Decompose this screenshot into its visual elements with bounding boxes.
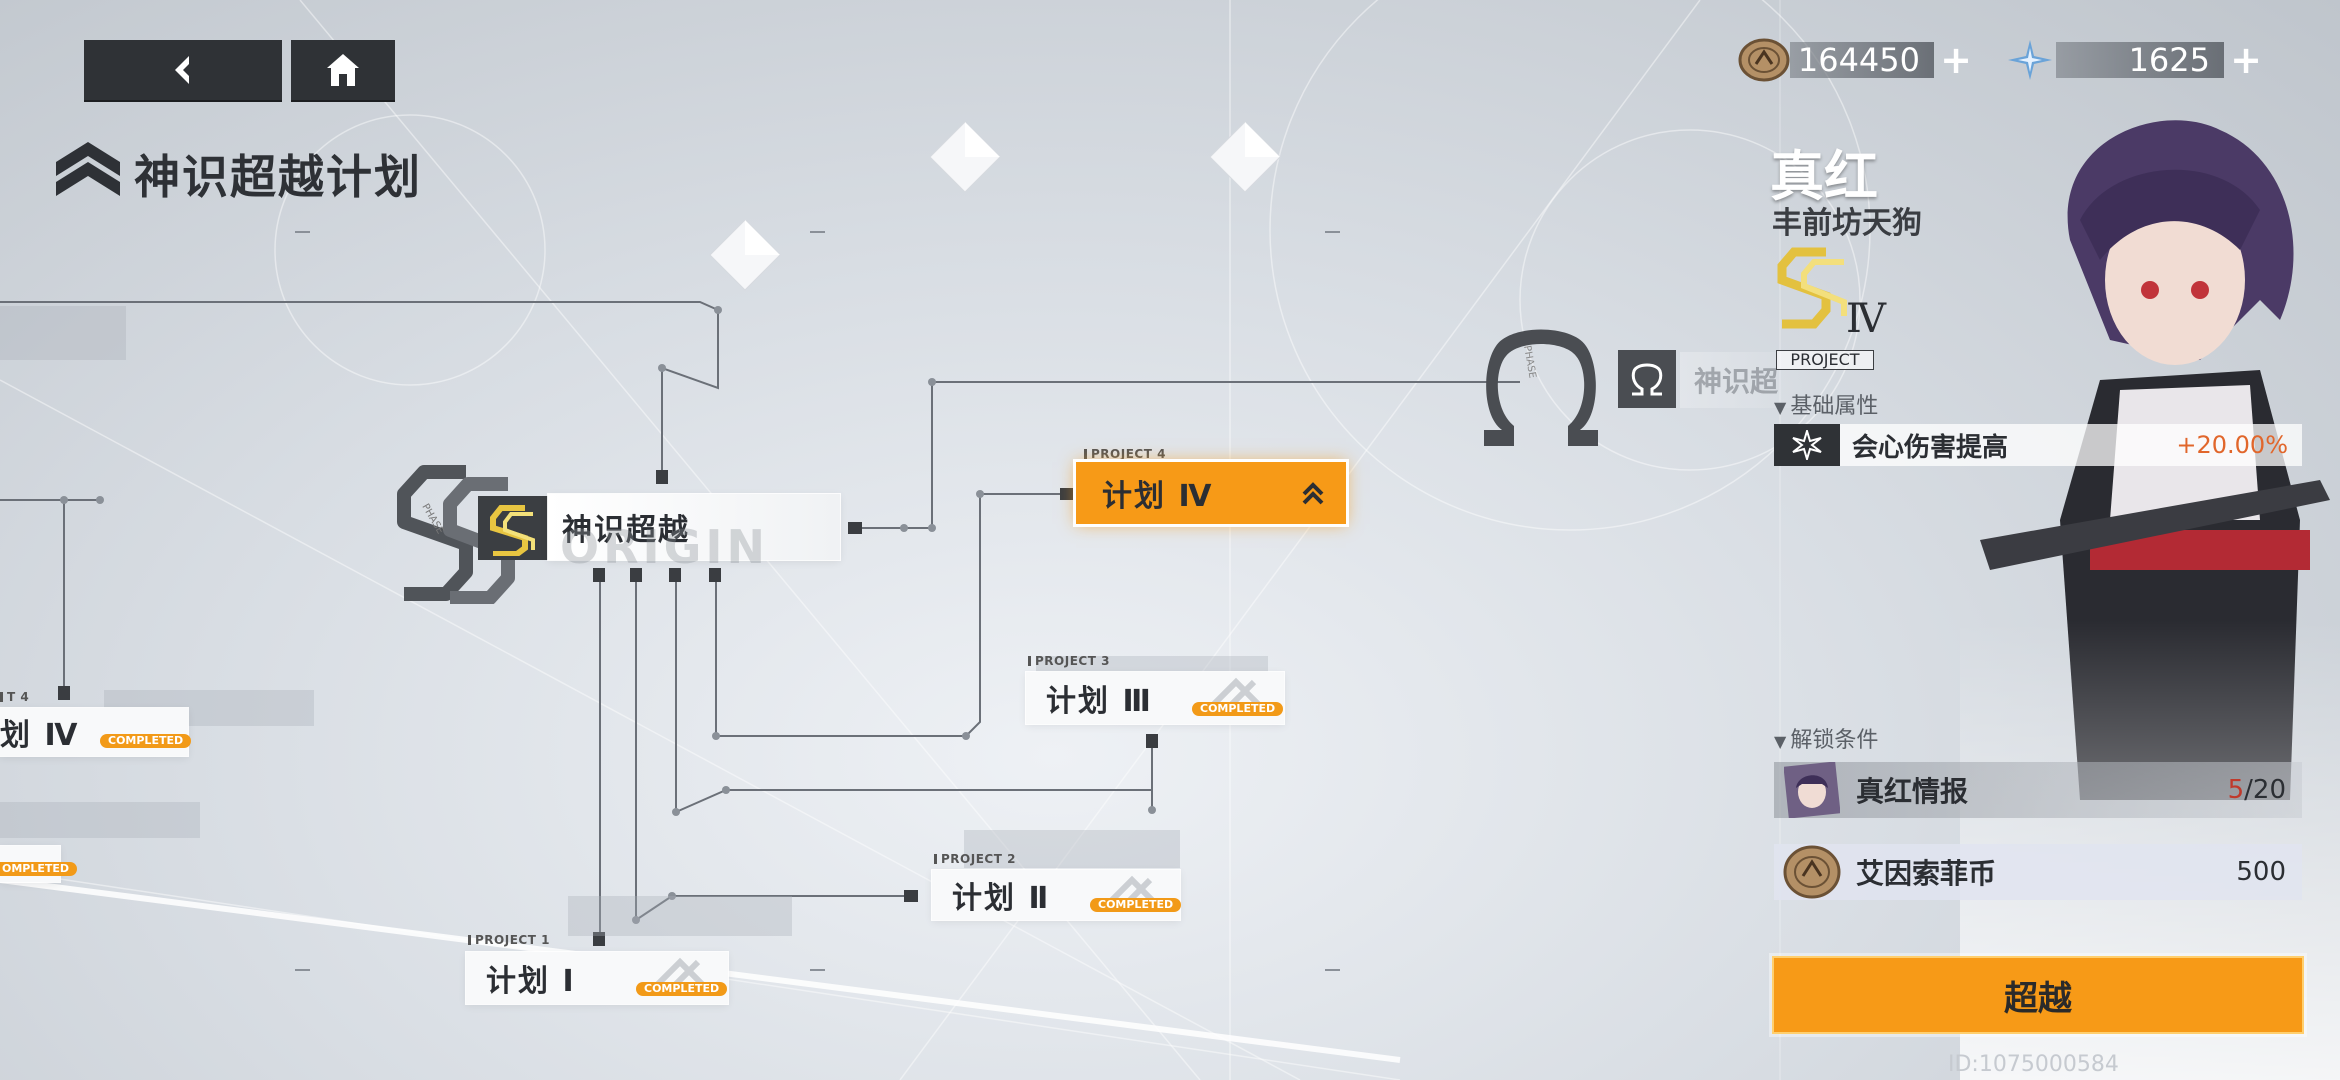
origin-badge <box>478 496 548 560</box>
coin-icon <box>1738 38 1790 82</box>
requirement-intel-row[interactable]: 真红情报 5 /20 <box>1774 762 2302 818</box>
partial-project-status: COMPLETED <box>100 734 192 748</box>
requirement-intel-need: /20 <box>2244 775 2286 805</box>
project-3-label: 计划 Ⅲ <box>1046 684 1153 719</box>
partial-project-tag: T 4 <box>0 690 29 704</box>
chevron-up-double-icon <box>1302 482 1324 505</box>
attr-value: +20.00% <box>2176 431 2288 459</box>
omega-node-label: 神识超 <box>1694 365 1779 398</box>
diamond-decorations <box>709 121 1281 291</box>
project-1-status: COMPLETED <box>636 982 728 996</box>
ascend-button[interactable]: 超越 <box>1772 956 2304 1034</box>
character-name: 真红 <box>1770 145 1878 208</box>
ghost-bar <box>0 306 126 360</box>
currency-crystal: 1625 + <box>2004 38 2264 82</box>
project-3-tag: PROJECT 3 <box>1028 654 1110 668</box>
back-button[interactable] <box>84 40 282 100</box>
ascension-logo-icon <box>56 142 120 196</box>
omega-badge <box>1618 350 1676 408</box>
crystal-icon <box>2008 40 2052 80</box>
character-title: 丰前坊天狗 <box>1772 206 1922 241</box>
character-portrait-icon <box>1784 762 1840 818</box>
project-badge-label: PROJECT <box>1776 350 1874 370</box>
origin-watermark: ORIGIN <box>560 520 770 574</box>
project-1-label: 计划 Ⅰ <box>486 964 576 999</box>
project-emblem-icon <box>490 505 535 556</box>
omega-phase-label: PHASE <box>1521 345 1538 379</box>
coin-icon <box>1783 845 1841 899</box>
home-icon <box>327 54 359 86</box>
requirement-intel-have: 5 <box>2227 775 2245 805</box>
page-title-group: 神识超越计划 <box>52 138 422 210</box>
requirement-coin-label: 艾因索菲币 <box>1856 857 1997 890</box>
coin-amount: 164450 <box>1790 41 1934 79</box>
back-arrow-icon <box>175 56 189 84</box>
page-title: 神识超越计划 <box>134 150 422 204</box>
requirement-coin-amount: 500 <box>2236 857 2286 887</box>
partial-project-node[interactable]: 划 Ⅳ <box>0 708 188 756</box>
project-1-node[interactable]: 计划 Ⅰ <box>466 952 728 1004</box>
attr-row: 会心伤害提高 +20.00% <box>1774 424 2302 466</box>
origin-node-label: 神识超越 <box>562 513 690 548</box>
base-attr-heading: 基础属性 <box>1774 388 1878 420</box>
ghost-bar <box>0 802 200 838</box>
user-id: ID:1075000584 <box>1948 1052 2119 1077</box>
crit-burst-icon <box>1774 424 1840 466</box>
omega-icon <box>1631 363 1663 396</box>
project-4-node[interactable]: 计划 Ⅳ <box>1076 462 1346 524</box>
attr-label: 会心伤害提高 <box>1852 432 2009 463</box>
unlock-heading: 解锁条件 <box>1774 722 1878 754</box>
crystal-add-button[interactable]: + <box>2230 38 2262 82</box>
origin-node[interactable]: 神识超越 <box>548 494 840 560</box>
home-button[interactable] <box>291 40 395 100</box>
crystal-amount: 1625 <box>2056 41 2224 79</box>
project-rank-icon <box>1777 247 1847 329</box>
partial-project-label: 划 Ⅳ <box>0 718 80 753</box>
project-rank-numeral: Ⅳ <box>1846 296 1886 342</box>
coin-add-button[interactable]: + <box>1940 38 1972 82</box>
ghost-bar <box>568 896 792 936</box>
currency-coin: 164450 + <box>1738 38 1974 82</box>
partial-project-status-2: OMPLETED <box>0 862 78 876</box>
tree-connectors <box>0 301 1520 946</box>
completed-watermark-icon <box>1099 875 1165 913</box>
project-4-tag: PROJECT 4 <box>1084 447 1166 461</box>
project-2-tag: PROJECT 2 <box>934 852 1016 866</box>
project-2-status: COMPLETED <box>1090 898 1182 912</box>
requirement-intel-label: 真红情报 <box>1856 775 1969 808</box>
omega-emblem: PHASE <box>1484 329 1598 446</box>
project-1-tag: PROJECT 1 <box>468 933 550 947</box>
character-portrait <box>1960 120 2340 1080</box>
requirement-coin-row[interactable]: 艾因索菲币 500 <box>1774 844 2302 900</box>
project-2-label: 计划 Ⅱ <box>952 881 1051 916</box>
project-3-status: COMPLETED <box>1192 702 1284 716</box>
project-4-label: 计划 Ⅳ <box>1102 479 1214 514</box>
